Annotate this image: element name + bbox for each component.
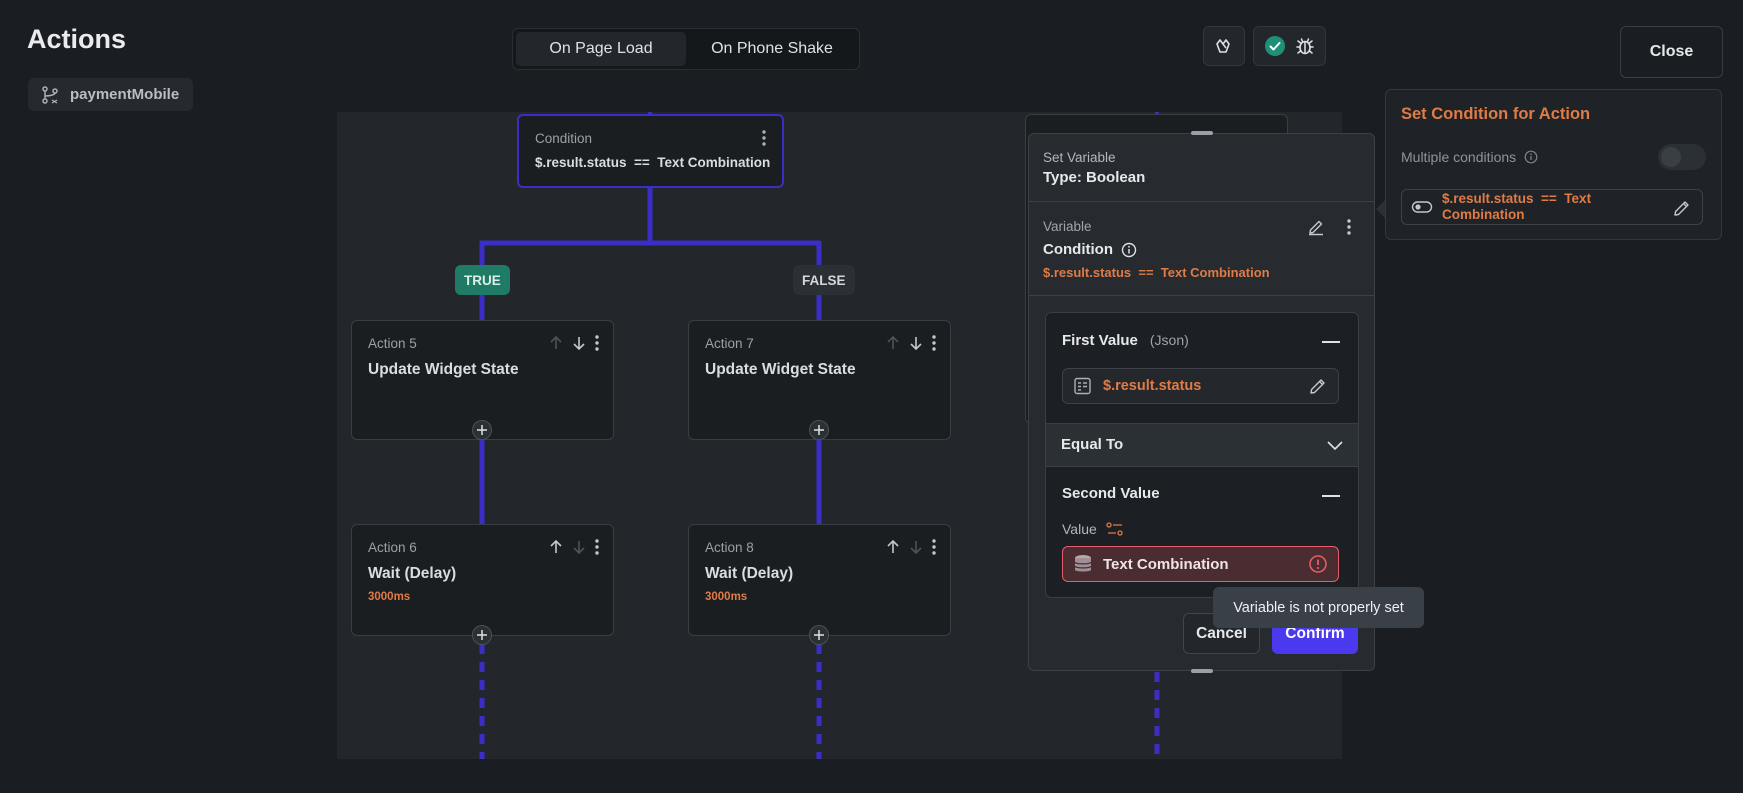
action-node-header: Action 6: [368, 540, 417, 555]
add-action-button[interactable]: [809, 420, 829, 440]
variable-source-icon[interactable]: [1106, 521, 1124, 537]
edit-icon[interactable]: [1307, 218, 1325, 236]
move-down-icon[interactable]: [572, 335, 586, 351]
toggle-icon: [1411, 199, 1433, 215]
tab-on-phone-shake[interactable]: On Phone Shake: [711, 40, 833, 57]
add-action-button[interactable]: [472, 625, 492, 645]
condition-editor: First Value (Json) $.result.status Equal…: [1045, 312, 1359, 598]
move-up-icon[interactable]: [549, 539, 563, 555]
json-path-icon: [1073, 377, 1093, 395]
operator-select[interactable]: Equal To: [1046, 423, 1358, 467]
info-icon[interactable]: [1121, 242, 1137, 258]
panel-title: Set Condition for Action: [1401, 105, 1591, 123]
condition-label: Condition: [1043, 241, 1113, 258]
first-value-label: First Value: [1062, 332, 1138, 349]
move-down-icon[interactable]: [909, 539, 923, 555]
second-value-label: Second Value: [1062, 485, 1160, 502]
variable-type: Type: Boolean: [1043, 169, 1146, 186]
move-up-icon[interactable]: [886, 335, 900, 351]
action-node-title: Wait (Delay): [705, 565, 794, 582]
action-node-header: Action 8: [705, 540, 754, 555]
value-label: Value: [1062, 521, 1097, 537]
divider: [1029, 295, 1374, 296]
first-value-text: $.result.status: [1103, 378, 1202, 394]
condition-node-expression: $.result.status == Text Combination: [535, 155, 771, 170]
action-node-title: Update Widget State: [368, 361, 519, 378]
action-node-detail: 3000ms: [705, 591, 748, 603]
variable-label: Variable: [1043, 219, 1092, 234]
action-node-detail: 3000ms: [368, 591, 411, 603]
trigger-tabs: On Page Load On Phone Shake: [512, 28, 860, 70]
move-up-icon[interactable]: [549, 335, 563, 351]
info-icon[interactable]: [1524, 150, 1538, 164]
multiple-conditions-toggle[interactable]: [1658, 144, 1706, 170]
add-action-button[interactable]: [472, 420, 492, 440]
close-button[interactable]: Close: [1620, 26, 1723, 78]
first-value-field[interactable]: $.result.status: [1062, 368, 1339, 404]
set-variable-dialog: Set Variable Type: Boolean Variable Cond…: [1028, 131, 1375, 673]
add-action-button[interactable]: [809, 625, 829, 645]
branch-icon: [40, 85, 60, 105]
true-branch-badge: TRUE: [455, 265, 510, 295]
action-node-8[interactable]: Action 8 Wait (Delay) 3000ms: [688, 524, 951, 636]
first-value-type: (Json): [1149, 332, 1189, 348]
page-chip[interactable]: paymentMobile: [28, 78, 194, 111]
more-icon[interactable]: [595, 335, 599, 351]
bug-icon: [1294, 35, 1316, 57]
database-icon: [1072, 553, 1094, 575]
tab-on-page-load[interactable]: On Page Load: [516, 32, 686, 66]
condition-expression: $.result.status == Text Combination: [1043, 265, 1270, 280]
move-down-icon[interactable]: [909, 335, 923, 351]
set-condition-panel: Set Condition for Action Multiple condit…: [1385, 89, 1722, 240]
second-value-text: Text Combination: [1103, 555, 1229, 573]
edit-icon[interactable]: [1308, 376, 1328, 396]
chevron-down-icon: [1326, 437, 1344, 453]
action-node-title: Update Widget State: [705, 361, 856, 378]
test-debug-button[interactable]: [1253, 26, 1326, 66]
page-title: Actions: [27, 24, 127, 54]
more-icon[interactable]: [595, 539, 599, 555]
error-tooltip: Variable is not properly set: [1213, 587, 1424, 628]
action-node-header: Action 5: [368, 336, 417, 351]
condition-more-icon[interactable]: [762, 130, 766, 146]
operator-value: Equal To: [1061, 436, 1124, 453]
set-variable-label: Set Variable: [1043, 150, 1116, 165]
more-icon[interactable]: [932, 335, 936, 351]
more-icon[interactable]: [932, 539, 936, 555]
divider: [1029, 201, 1374, 202]
action-node-header: Action 7: [705, 336, 754, 351]
ai-gesture-icon: [1213, 35, 1235, 57]
check-circle-icon: [1264, 35, 1286, 57]
ai-assist-button[interactable]: [1203, 26, 1245, 66]
false-branch-badge: FALSE: [793, 265, 855, 295]
cancel-button[interactable]: Cancel: [1183, 613, 1260, 654]
condition-node-label: Condition: [535, 131, 593, 146]
condition-node[interactable]: Condition $.result.status == Text Combin…: [517, 114, 784, 188]
collapse-second-value-icon[interactable]: [1322, 495, 1340, 497]
action-node-6[interactable]: Action 6 Wait (Delay) 3000ms: [351, 524, 614, 636]
move-down-icon[interactable]: [572, 539, 586, 555]
drag-handle-bottom[interactable]: [1191, 669, 1213, 673]
edit-icon[interactable]: [1672, 198, 1692, 218]
error-icon[interactable]: [1308, 554, 1328, 574]
collapse-first-value-icon[interactable]: [1322, 341, 1340, 343]
more-icon[interactable]: [1347, 219, 1351, 235]
drag-handle-top[interactable]: [1191, 131, 1213, 135]
move-up-icon[interactable]: [886, 539, 900, 555]
page-chip-label: paymentMobile: [70, 86, 180, 103]
action-node-title: Wait (Delay): [368, 565, 457, 582]
panel-pointer: [1376, 198, 1387, 220]
second-value-field[interactable]: Text Combination: [1062, 546, 1339, 582]
multiple-conditions-label: Multiple conditions: [1401, 149, 1517, 165]
